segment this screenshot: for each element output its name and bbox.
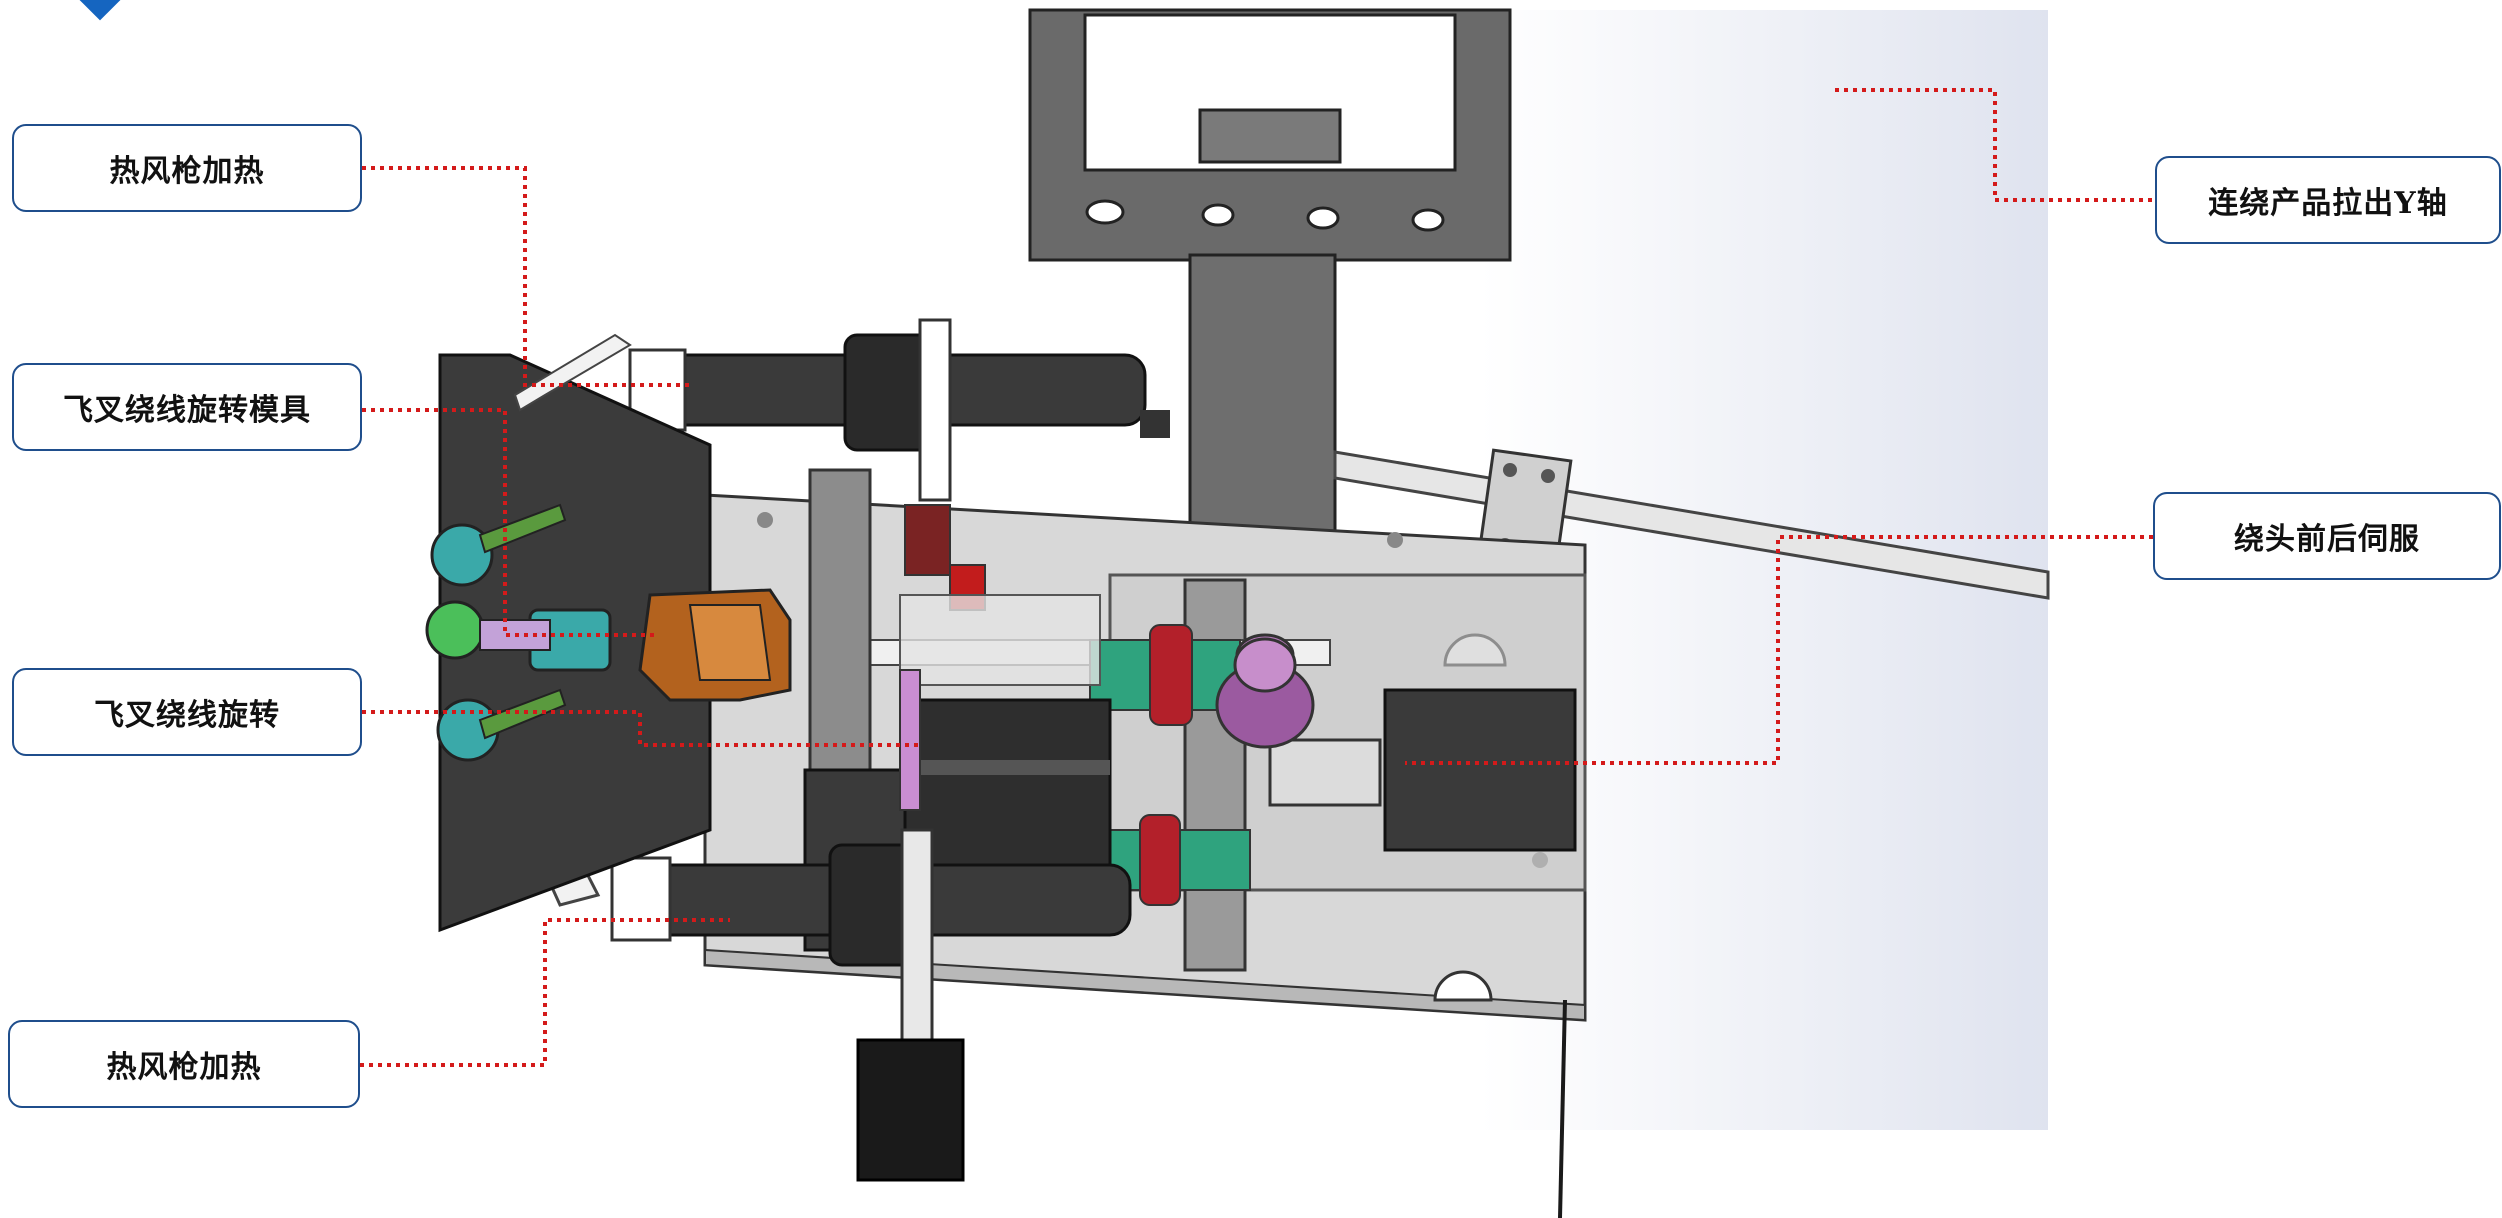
- flyer-winding-head: [425, 333, 792, 933]
- spindle-assembly: [859, 564, 1331, 906]
- leader-hot-air-gun-top: [362, 166, 690, 387]
- callout-hot-air-gun-top: 热风枪加热: [12, 124, 362, 212]
- leader-flyer-rotate: [362, 710, 920, 747]
- leader-lines: [360, 88, 2155, 1067]
- leader-flyer-die: [362, 408, 655, 637]
- mount-plate: [803, 468, 1112, 952]
- callout-head-servo: 绕头前后伺服: [2153, 492, 2501, 580]
- callout-hot-air-gun-bottom: 热风枪加热: [8, 1020, 360, 1108]
- callout-flyer-winding-rotate: 飞叉绕线旋转: [12, 668, 362, 756]
- leader-servo: [1405, 535, 2153, 765]
- callout-flyer-winding-die: 飞叉绕线旋转模具: [12, 363, 362, 451]
- leader-hot-air-gun-bottom: [360, 918, 730, 1067]
- callout-pull-out-y-axis: 连绕产品拉出Y轴: [2155, 156, 2501, 244]
- cable: [1558, 999, 1567, 1218]
